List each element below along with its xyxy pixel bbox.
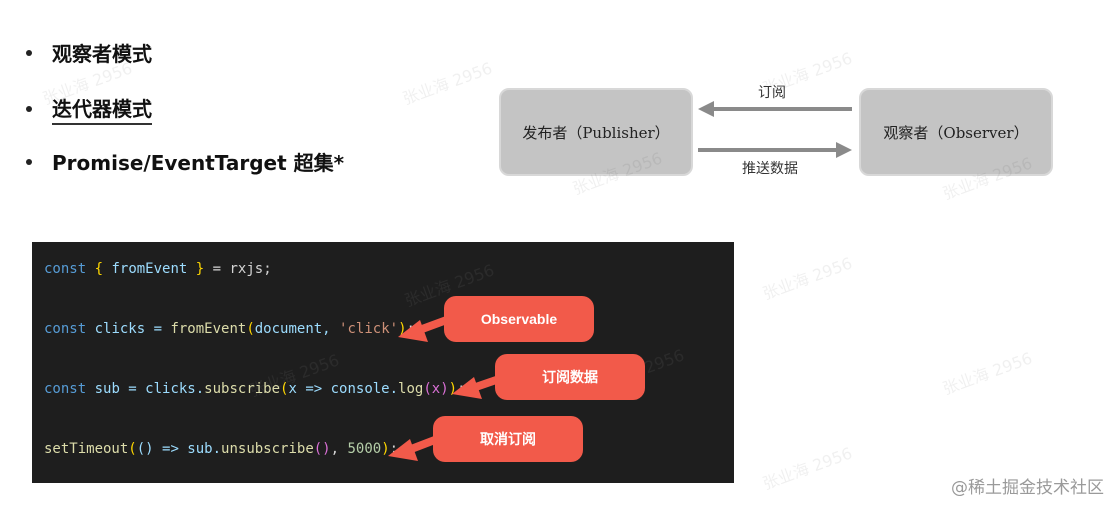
code-token: setTimeout	[44, 441, 129, 457]
code-token: {	[94, 261, 104, 277]
code-token: (	[246, 321, 255, 337]
bullet-text: 观察者模式	[52, 42, 152, 66]
code-token: unsubscribe	[221, 441, 314, 457]
code-token: ;	[389, 441, 399, 457]
publisher-label: 发布者（Publisher）	[522, 123, 670, 142]
watermark-text: 张业海 2956	[760, 48, 855, 99]
push-arrow	[698, 142, 852, 158]
code-token: const	[44, 261, 87, 277]
watermark-text: 张业海 2956	[940, 348, 1035, 399]
code-token: 'click'	[339, 321, 399, 337]
code-token: subscribe	[204, 381, 281, 397]
code-token: ()	[313, 441, 331, 457]
observable-callout: Observable	[444, 296, 594, 342]
code-token: ;	[406, 321, 415, 337]
observer-box: 观察者（Observer）	[859, 88, 1053, 176]
code-token: )	[448, 381, 458, 397]
subscribe-data-callout: 订阅数据	[495, 354, 645, 400]
code-token: ,	[330, 441, 348, 457]
unsubscribe-callout: 取消订阅	[433, 416, 583, 462]
code-token	[86, 261, 94, 277]
observer-label: 观察者（Observer）	[883, 123, 1029, 142]
code-token: fromEvent	[103, 261, 196, 277]
subscribe-arrow	[698, 101, 852, 117]
bullet-item-observer: 观察者模式	[26, 38, 152, 67]
code-line-3: const sub = clicks.subscribe(x => consol…	[44, 381, 466, 397]
code-token: ;	[457, 381, 466, 397]
code-token: clicks =	[86, 321, 171, 337]
code-token: document,	[254, 321, 340, 337]
bullet-dot-icon	[26, 49, 32, 56]
subscribe-arrow-label: 订阅	[758, 85, 786, 101]
code-token: const	[44, 321, 87, 337]
callout-label: Observable	[480, 311, 558, 327]
code-line-4: setTimeout(() => sub.unsubscribe(), 5000…	[44, 441, 398, 457]
bullet-text: 迭代器模式	[52, 93, 152, 125]
code-token: log	[398, 381, 424, 397]
code-line-1: const { fromEvent } = rxjs;	[44, 261, 272, 277]
watermark-text: 张业海 2956	[400, 58, 495, 109]
callout-label: 订阅数据	[542, 369, 598, 385]
code-token: )	[381, 441, 390, 457]
code-token: (x)	[423, 381, 449, 397]
code-token: fromEvent	[170, 321, 247, 337]
code-token: 5000	[347, 441, 382, 457]
code-token: = rxjs;	[204, 261, 272, 277]
code-line-2: const clicks = fromEvent(document, 'clic…	[44, 321, 415, 337]
push-arrow-label: 推送数据	[742, 161, 798, 177]
code-token: (	[128, 441, 137, 457]
bullet-text: Promise/EventTarget 超集*	[52, 151, 345, 175]
publisher-box: 发布者（Publisher）	[499, 88, 693, 176]
code-token: (	[280, 381, 289, 397]
watermark-text: 张业海 2956	[760, 443, 855, 494]
code-token: () => sub.	[136, 441, 222, 457]
watermark-text: 张业海 2956	[760, 253, 855, 304]
bullet-item-iterator: 迭代器模式	[26, 93, 152, 125]
code-token: const	[44, 381, 87, 397]
code-token: sub = clicks.	[86, 381, 205, 397]
code-token: )	[398, 321, 407, 337]
bullet-dot-icon	[26, 106, 32, 112]
bullet-item-promise: Promise/EventTarget 超集*	[26, 147, 344, 176]
code-token: }	[195, 261, 205, 277]
callout-label: 取消订阅	[480, 431, 536, 447]
bullet-dot-icon	[26, 158, 32, 165]
site-credit: @稀土掘金技术社区	[951, 478, 1104, 498]
code-token: x => console.	[288, 381, 399, 397]
